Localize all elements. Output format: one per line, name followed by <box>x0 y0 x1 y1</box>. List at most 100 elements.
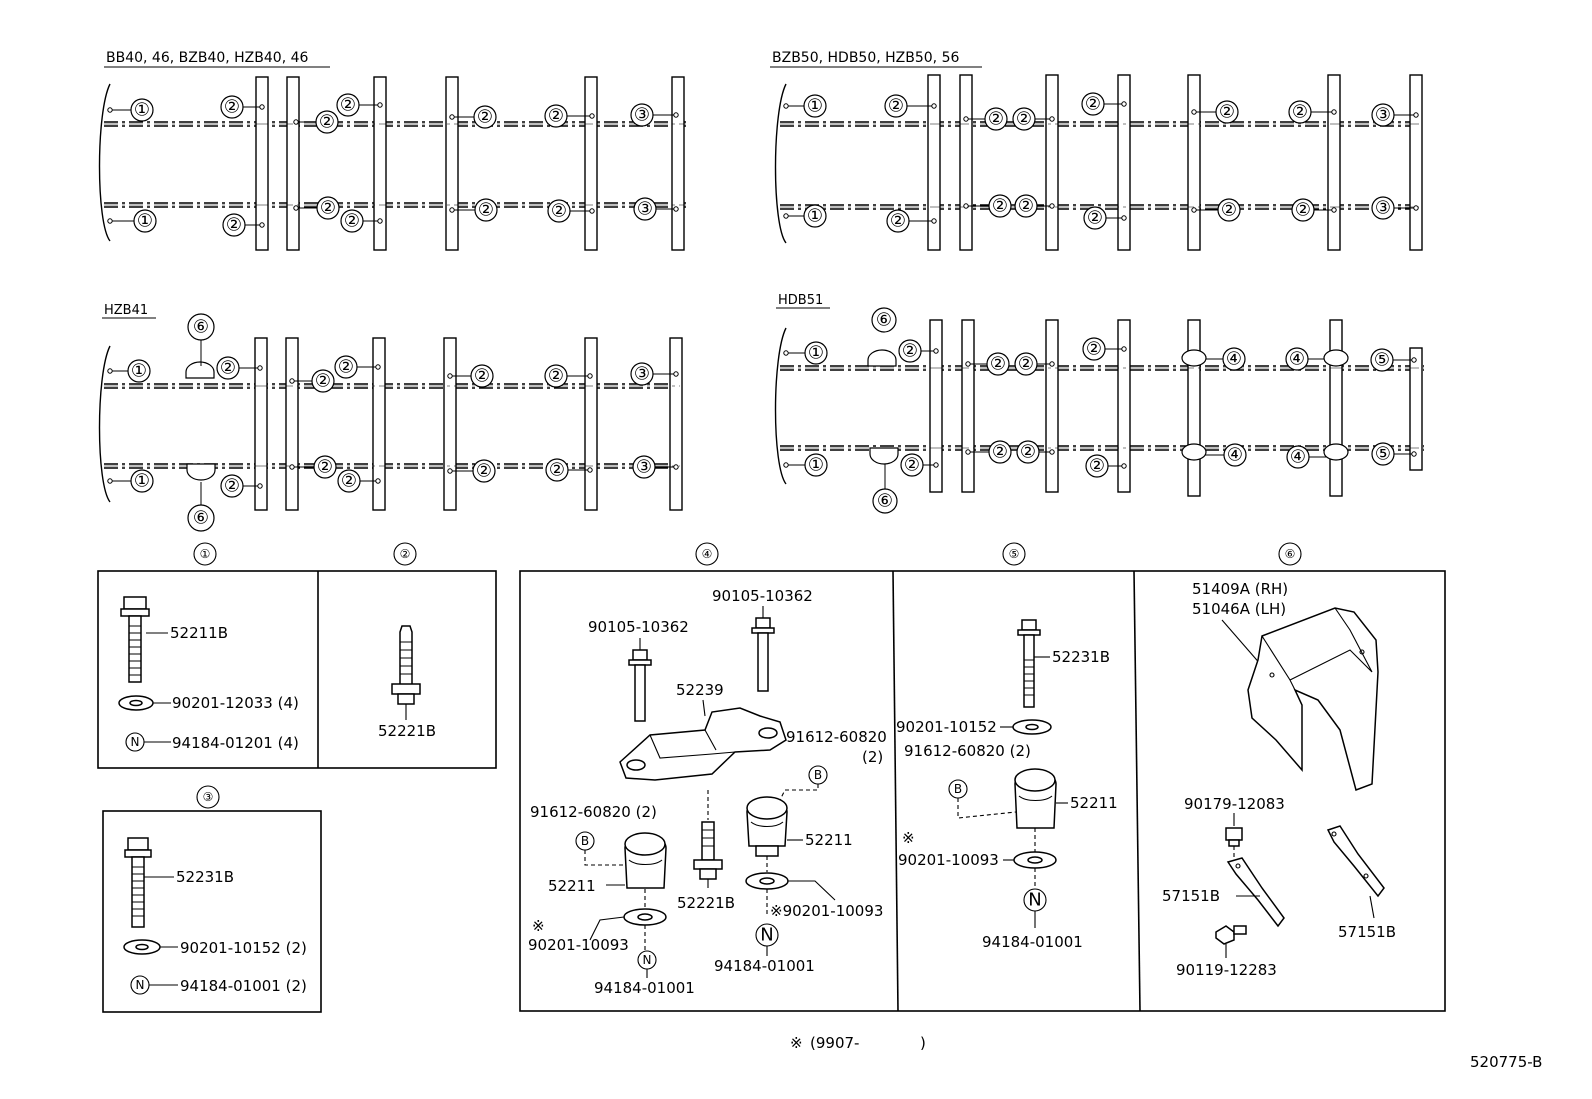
callout-2: ② <box>544 104 568 128</box>
callout-5: ⑤ <box>1370 348 1394 372</box>
svg-text:②: ② <box>902 341 918 362</box>
callout-2: ② <box>1016 440 1040 464</box>
part-57151B-a: 57151B <box>1162 887 1220 905</box>
callout-2: ② <box>898 339 922 363</box>
svg-text:④: ④ <box>702 547 713 561</box>
svg-text:②: ② <box>320 198 336 219</box>
bracket-52239-shape <box>619 707 787 781</box>
diagram-title-2: BZB50, HDB50, HZB50, 56 <box>772 50 959 66</box>
svg-text:②: ② <box>1018 354 1034 375</box>
callout-2: ② <box>1014 194 1038 218</box>
part-90105-10362-b: 90105-10362 <box>588 618 689 636</box>
callout-2: ② <box>988 194 1012 218</box>
part-90105-10362-a: 90105-10362 <box>712 587 813 605</box>
part-91612-60820-b: 91612-60820 (2) <box>530 803 657 821</box>
nut-symbol: N <box>760 925 773 946</box>
bracket-57151B-b <box>1326 825 1385 898</box>
callout-4: ④ <box>1285 347 1309 371</box>
svg-text:②: ② <box>990 354 1006 375</box>
callout-1: ① <box>130 469 154 493</box>
part-91612-60820-a: 91612-60820 <box>786 728 887 746</box>
diagram-title-4: HDB51 <box>778 293 823 308</box>
svg-text:②: ② <box>1089 456 1105 477</box>
group-header-4: ④ <box>695 542 719 566</box>
part-52221B: 52221B <box>677 894 735 912</box>
callout-2: ② <box>1082 337 1106 361</box>
svg-text:②: ② <box>226 215 242 236</box>
svg-text:②: ② <box>341 471 357 492</box>
part-90201-10093-a: ※90201-10093 <box>770 902 883 920</box>
bolt-mark-B: B <box>814 768 822 782</box>
part-90201-12033: 90201-12033 (4) <box>172 694 299 712</box>
bolt-mark-B: B <box>581 834 589 848</box>
callout-1: ① <box>804 453 828 477</box>
svg-text:②: ② <box>548 106 564 127</box>
bolt-shape <box>628 649 652 722</box>
callout-2: ② <box>315 110 339 134</box>
part-52211-a: 52211 <box>805 831 853 849</box>
callout-2: ② <box>1083 206 1107 230</box>
part-91612-60820: 91612-60820 (2) <box>904 742 1031 760</box>
part-57151B-b: 57151B <box>1338 923 1396 941</box>
svg-text:④: ④ <box>1289 349 1305 370</box>
callout-3: ③ <box>630 362 654 386</box>
cushion-52211-b <box>624 832 667 889</box>
svg-text:②: ② <box>400 547 411 561</box>
svg-text:⑥: ⑥ <box>193 508 209 529</box>
group-header-2: ② <box>393 542 417 566</box>
callout-1: ① <box>130 98 154 122</box>
svg-text:②: ② <box>224 476 240 497</box>
svg-text:②: ② <box>1292 102 1308 123</box>
callout-3: ③ <box>1371 196 1395 220</box>
cushion-52211 <box>1014 768 1057 829</box>
cushion-52211-a <box>746 796 788 857</box>
callout-2: ② <box>900 453 924 477</box>
part-52211: 52211 <box>1070 794 1118 812</box>
callout-2: ② <box>340 209 364 233</box>
ref-mark: ※ <box>532 917 545 935</box>
svg-text:⑥: ⑥ <box>193 317 209 338</box>
callout-6: ⑥ <box>187 504 215 532</box>
callout-3: ③ <box>630 103 654 127</box>
callout-1: ① <box>133 209 157 233</box>
callout-2: ② <box>336 93 360 117</box>
bolt-shape <box>1215 925 1247 945</box>
footnote: ※ (9907- ) <box>790 1034 926 1052</box>
nut-symbol: N <box>1028 890 1041 911</box>
callout-3: ③ <box>632 455 656 479</box>
stud-52221B-shape <box>391 625 421 705</box>
qty-2: (2) <box>862 748 883 766</box>
svg-text:②: ② <box>477 107 493 128</box>
callout-6: ⑥ <box>872 488 898 514</box>
ref-mark: ※ <box>902 829 915 847</box>
callout-2: ② <box>886 209 910 233</box>
svg-text:②: ② <box>1221 200 1237 221</box>
part-94184-01001-a: 94184-01001 <box>714 957 815 975</box>
group-1: 52211B 90201-12033 (4) N 94184-01201 (4) <box>118 596 299 752</box>
group-boxes <box>97 570 1446 1013</box>
svg-text:②: ② <box>340 95 356 116</box>
footnote-close: ) <box>920 1034 926 1052</box>
svg-text:②: ② <box>1087 208 1103 229</box>
callout-1: ① <box>803 94 827 118</box>
callout-2: ② <box>472 459 496 483</box>
callout-3: ③ <box>1371 103 1395 127</box>
nut-symbol: N <box>643 953 652 967</box>
callout-6: ⑥ <box>187 313 215 341</box>
callout-2: ② <box>316 196 340 220</box>
callout-4: ④ <box>1222 347 1246 371</box>
part-51046A: 51046A (LH) <box>1192 600 1286 618</box>
part-90201-10093-b: 90201-10093 <box>528 936 629 954</box>
footnote-text: (9907- <box>810 1034 859 1052</box>
callout-1: ① <box>127 359 151 383</box>
callout-2: ② <box>313 455 337 479</box>
svg-text:②: ② <box>551 201 567 222</box>
callout-2: ② <box>1217 198 1241 222</box>
svg-text:⑥: ⑥ <box>877 491 893 512</box>
nut-shape <box>1225 827 1243 847</box>
svg-text:③: ③ <box>1375 198 1391 219</box>
group-5: 52231B 90201-10152 91612-60820 (2) B 522… <box>896 619 1118 951</box>
svg-text:①: ① <box>200 547 211 561</box>
